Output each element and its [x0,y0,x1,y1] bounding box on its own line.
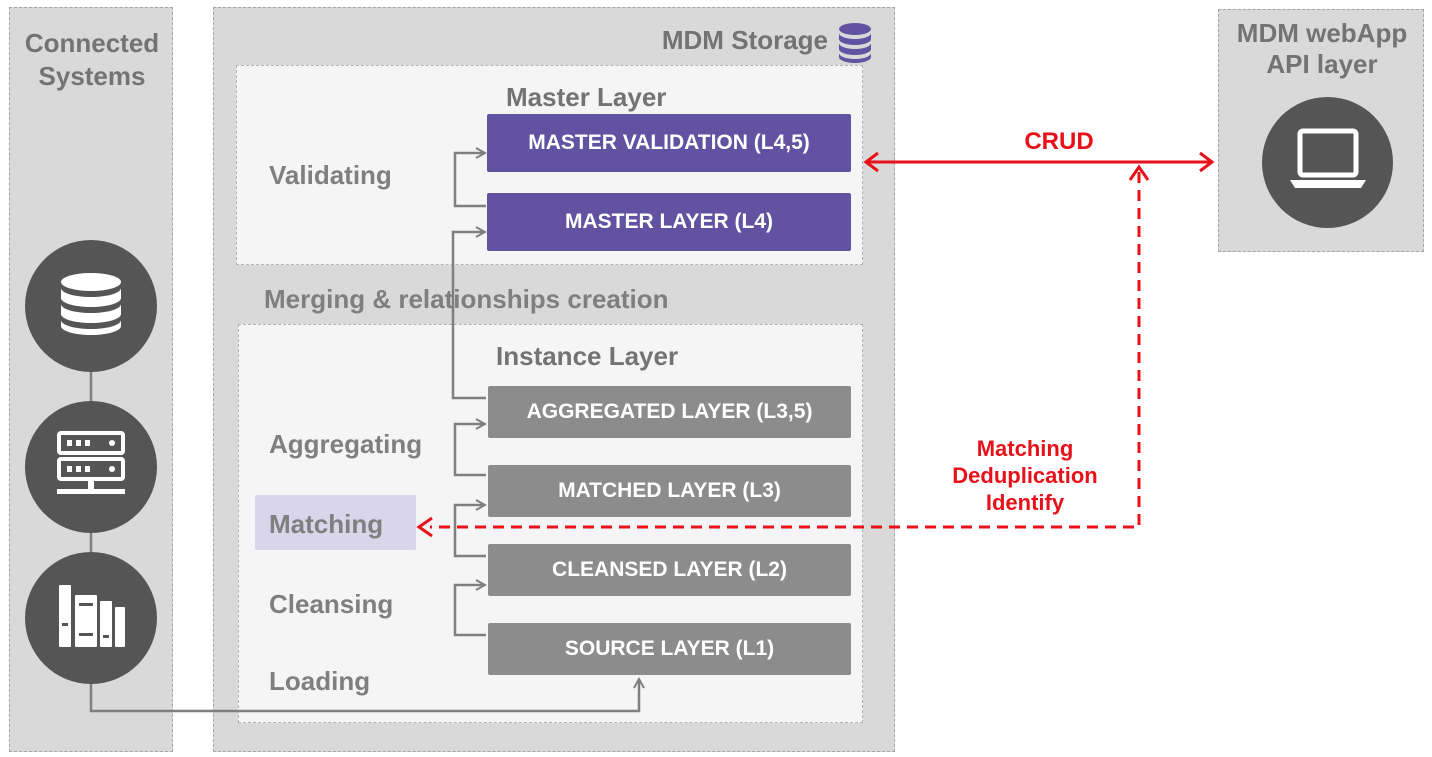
master-validation-box: MASTER VALIDATION (L4,5) [487,114,851,172]
laptop-icon [1286,125,1370,200]
mdm-storage-title: MDM Storage [661,25,828,55]
matching-annotation-line1: Matching [976,436,1074,461]
aggregating-label: Aggregating [269,429,423,459]
source-layer-box: SOURCE LAYER (L1) [488,623,851,675]
matching-annotation-line3: Identify [985,490,1065,515]
merging-label: Merging & relationships creation [264,284,669,314]
instance-layer-title: Instance Layer [496,341,679,371]
webapp-title-line1: MDM webApp [1236,18,1408,48]
aggregated-layer-box: AGGREGATED LAYER (L3,5) [488,386,851,438]
loading-arrow [89,679,639,713]
matching-arrow-head-left [416,516,433,538]
archive-icon [55,583,127,654]
crud-arrow-head-right [1199,151,1215,173]
matching-annotation: Matching Deduplication Identify [935,435,1115,516]
webapp-circle [1262,97,1393,228]
matched-layer-box: MATCHED LAYER (L3) [488,465,851,517]
webapp-title-line2: API layer [1266,49,1378,79]
connected-systems-title: Connected Systems [10,27,174,93]
crud-arrow-head-left [863,151,879,173]
master-layer-box: MASTER LAYER (L4) [487,193,851,251]
connected-systems-title-line2: Systems [38,61,146,91]
connected-systems-title-line1: Connected [24,28,160,58]
server-icon [55,430,127,504]
source-archive-circle [25,552,157,684]
source-database-circle [25,240,157,372]
cleansing-label: Cleansing [269,589,394,619]
matched-to-aggregated-arrow [453,424,486,477]
loading-label: Loading [269,666,371,696]
matching-annotation-line2: Deduplication [952,463,1098,488]
source-server-circle [25,401,157,533]
validating-label: Validating [269,160,392,190]
master-layer-title: Master Layer [506,82,667,112]
master-to-validation-arrow [453,153,486,208]
matching-dashed-line [430,172,1141,529]
aggregated-to-master-arrow [451,232,486,400]
crud-label: CRUD [1024,128,1094,155]
cleansed-to-matched-arrow [453,505,486,558]
matching-label: Matching [269,509,384,539]
cleansed-layer-box: CLEANSED LAYER (L2) [488,544,851,596]
matching-highlight [255,495,416,550]
webapp-title: MDM webApp API layer [1219,18,1425,80]
database-icon [837,22,873,69]
source-to-cleansed-arrow [453,585,486,637]
database-icon [59,272,123,341]
matching-arrow-head-up [1128,164,1150,181]
